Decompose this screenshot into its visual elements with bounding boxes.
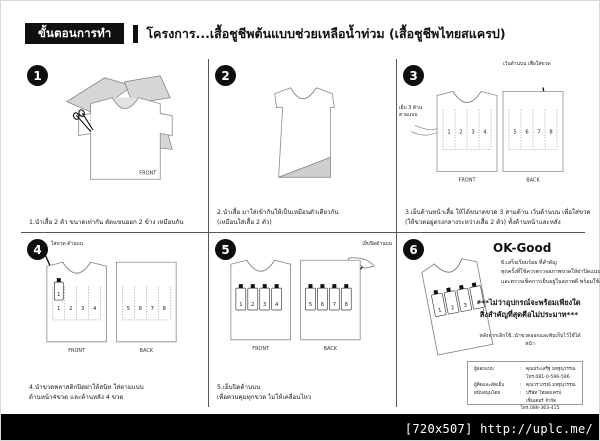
back-label-5: BACK — [324, 346, 338, 352]
contact-sep: : — [520, 390, 522, 396]
step-panel-3: 3 เว้นด้านบน เพื่อใส่ขวด เย็บ 3 ด้าน ตาม… — [397, 59, 591, 233]
step-3-back-pocket-5: 5 — [513, 130, 516, 136]
ok-good-heading: OK-Good — [493, 241, 552, 255]
contact-key: ผู้ออกแบบ — [474, 367, 494, 372]
contact-row: ผู้ออกแบบ : คุณประเสริฐ มหฐนุวรรณ โทร.08… — [474, 366, 576, 382]
step-4-annotation: ใส่ขวด ด้านบน — [51, 241, 83, 247]
step-3-front-pocket-2: 2 — [459, 130, 462, 136]
watermark-text: [720x507] http://uplc.me/ — [404, 422, 593, 436]
back-label-3: BACK — [526, 178, 540, 184]
watermark-bar: [720x507] http://uplc.me/ — [1, 414, 599, 440]
step-1-caption: 1.นำเสื้อ 2 ตัว ขนาดเท่ากัน ตัดแขนออก 2 … — [29, 218, 184, 226]
step-4-inserted-bottle: 1 — [57, 292, 60, 298]
step-number-6: 6 — [403, 239, 424, 260]
step-4-front-pocket-1: 1 — [57, 306, 60, 312]
contact-box: ผู้ออกแบบ : คุณประเสริฐ มหฐนุวรรณ โทร.08… — [467, 361, 583, 411]
step-number-3: 3 — [403, 65, 424, 86]
step-3-back-pocket-8: 8 — [549, 130, 552, 136]
svg-text:1: 1 — [438, 307, 442, 314]
step-4-back-pocket-7: 7 — [151, 306, 154, 312]
step-4-front-pocket-4: 4 — [93, 306, 96, 312]
step-4-illustration: 1 1 2 3 4 FRONT — [21, 247, 208, 367]
step-5-back-bottle-5: 5 — [309, 302, 312, 308]
step-panel-4: 4 ใส่ขวด ด้านบน — [21, 233, 209, 407]
step-number-5: 5 — [215, 239, 236, 260]
step-panel-6: 6 1 2 — [397, 233, 600, 411]
contact-telephone: โทร.086-363-415 — [520, 406, 560, 412]
contact-row: สนับสนุนโดย : บริษัท ไทยสแครป เซ็นเตอร์ … — [474, 390, 576, 406]
contact-sep: : — [520, 367, 522, 372]
sheet-header: ขั้นตอนการทำ โครงการ...เสื้อชูชีพต้นแบบช… — [25, 23, 506, 45]
contact-sep: : — [520, 382, 522, 388]
step-3-back-pocket-7: 7 — [537, 130, 540, 136]
front-label-4: FRONT — [68, 348, 86, 354]
step-panel-2: 2 2.นำเสื้อ มาใส่เข้ากันให้เป็นเหมือนตัว… — [209, 59, 397, 233]
step-panel-5: 5 เย็บปิดด้านบน — [209, 233, 397, 407]
step-3-front-pocket-3: 3 — [471, 130, 474, 136]
step-2-caption: 2.นำเสื้อ มาใส่เข้ากันให้เป็นเหมือนตัวเด… — [217, 208, 339, 226]
step-6-body: 6.เสร็จเรียบร้อย ที่สำคัญ ทุกครั้งที่ใช้… — [501, 260, 600, 285]
step-4-front-pocket-3: 3 — [81, 306, 84, 312]
back-label-4: BACK — [140, 348, 154, 354]
step-5-front-bottle-4: 4 — [275, 302, 278, 308]
svg-text:4: 4 — [476, 300, 481, 307]
front-label-5: FRONT — [252, 346, 270, 352]
step-6-slogan: ***ไม่ว่าอุปกรณ์จะพร้อมเพียงใด สิ่งสำคัญ… — [477, 298, 581, 319]
svg-text:2: 2 — [451, 305, 455, 312]
step-number-1: 1 — [27, 65, 48, 86]
step-number-2: 2 — [215, 65, 236, 86]
step-4-front-pocket-2: 2 — [69, 306, 72, 312]
step-5-front-bottle-2: 2 — [251, 302, 254, 308]
step-5-front-bottle-1: 1 — [239, 302, 242, 308]
header-divider-bar — [133, 24, 139, 43]
front-label-3: FRONT — [458, 178, 476, 184]
contact-value: คุณวราภรณ์ มหฐนุวรรณ — [526, 382, 576, 388]
step-3-back-pocket-6: 6 — [525, 130, 528, 136]
step-3-annotation-left-line1: เย็บ 3 ด้าน — [399, 105, 423, 111]
step-6-vest-illustration: 1 2 3 — [421, 258, 494, 356]
instruction-sheet: ขั้นตอนการทำ โครงการ...เสื้อชูชีพต้นแบบช… — [7, 7, 600, 415]
page-title: โครงการ...เสื้อชูชีพต้นแบบช่วยเหลือน้ำท่… — [146, 26, 506, 42]
header-badge: ขั้นตอนการทำ — [25, 23, 125, 45]
step-3-annotation-top: เว้นด้านบน เพื่อใส่ขวด — [503, 61, 551, 67]
step-5-back-bottle-6: 6 — [321, 302, 324, 308]
contact-key: ผู้คิดและตัดเย็บ — [474, 382, 505, 388]
steps-grid: 1 — [21, 59, 600, 411]
contact-key: สนับสนุนโดย — [474, 390, 501, 396]
contact-value: บริษัท ไทยสแครป เซ็นเตอร์ จำกัด — [526, 390, 562, 404]
step-1-illustration: FRONT — [21, 73, 208, 192]
step-5-caption: 5.เย็บปิดด้านบน เพื่อควบคุมทุกขวด ไม่ให้… — [217, 383, 312, 401]
step-number-4: 4 — [27, 239, 48, 260]
step-5-annotation: เย็บปิดด้านบน — [362, 241, 392, 247]
step-4-back-pocket-8: 8 — [163, 306, 166, 312]
step-3-front-pocket-4: 4 — [483, 130, 487, 136]
step-5-back-bottle-8: 8 — [345, 302, 348, 308]
step-3-front-pocket-1: 1 — [447, 130, 450, 136]
svg-text:3: 3 — [463, 303, 467, 310]
step-6-after-note: หลังจากเลิกใช้..นำขวดออกและพับเก็บไว้ใช้… — [479, 333, 581, 347]
step-5-front-bottle-3: 3 — [263, 302, 266, 308]
step-4-back-pocket-6: 6 — [139, 306, 142, 312]
front-label-1: FRONT — [139, 170, 157, 176]
step-panel-1: 1 — [21, 59, 209, 233]
step-3-caption: 3.เย็บด้านหน้าเสื้อ ให้ได้ขนาดขวด 3 สามด… — [405, 208, 591, 226]
step-2-illustration — [209, 73, 396, 192]
step-4-back-pocket-5: 5 — [127, 306, 130, 312]
step-3-illustration: 1 2 3 4 FRONT — [397, 73, 585, 192]
contact-row: ผู้คิดและตัดเย็บ : คุณวราภรณ์ มหฐนุวรรณ — [474, 382, 576, 390]
step-5-back-bottle-7: 7 — [333, 302, 336, 308]
step-5-illustration: 1 2 3 — [209, 247, 396, 367]
step-4-caption: 4.นำขวดพลาสติกปิดฝาให้สนิท ใส่ตามแบบ ด้า… — [29, 383, 144, 401]
step-3-annotation-left-line2: ตามแบบ — [399, 112, 418, 118]
contact-value: คุณประเสริฐ มหฐนุวรรณ โทร.081-0-596-596 — [526, 367, 576, 380]
